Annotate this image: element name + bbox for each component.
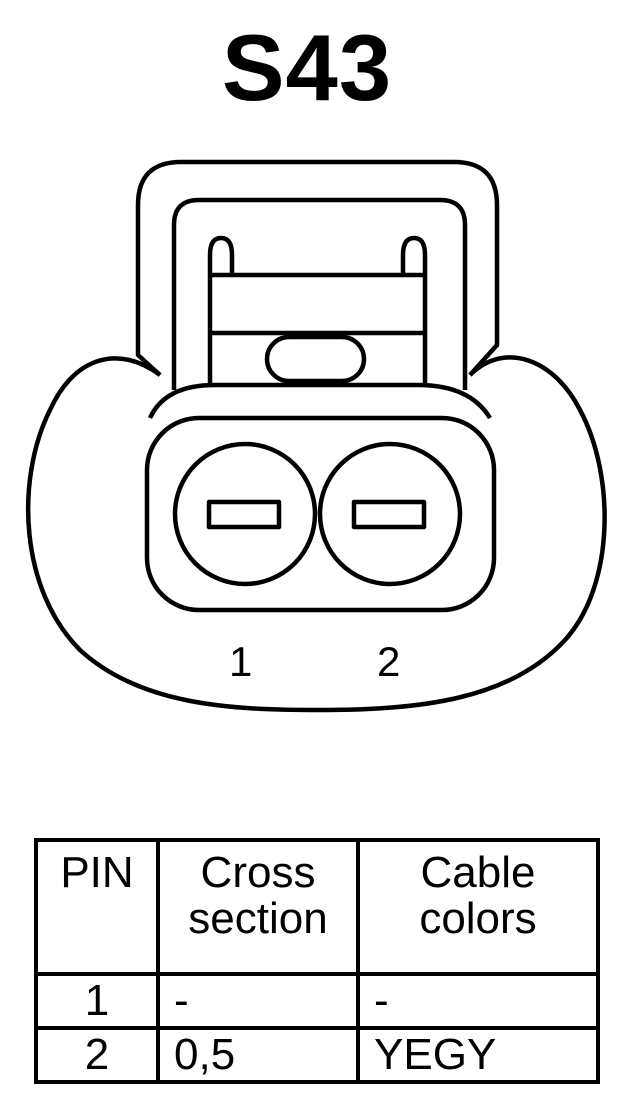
row-2-color: YEGY xyxy=(356,1026,600,1084)
latch-frame-inner xyxy=(171,197,468,390)
latch-button xyxy=(264,334,367,384)
connector-body-outline xyxy=(25,355,607,713)
pin-1-circle xyxy=(172,441,318,587)
pin-1-label: 1 xyxy=(229,638,253,685)
table-row: 2 0,5 YEGY xyxy=(34,1026,600,1084)
latch-arm-left xyxy=(207,235,235,385)
table-row: 1 - - xyxy=(34,972,600,1030)
housing-upper-contour xyxy=(147,382,492,420)
row-2-cross-section: 0,5 xyxy=(156,1026,360,1084)
connector-drawing xyxy=(25,159,607,713)
pin-2-label: 2 xyxy=(377,638,401,685)
latch-arm-right xyxy=(400,235,428,385)
row-1-color: - xyxy=(356,972,600,1030)
header-cross-section: Cross section xyxy=(156,838,360,976)
row-1-pin: 1 xyxy=(34,972,160,1030)
pin-2-circle xyxy=(317,441,463,587)
connector-title: S43 xyxy=(221,15,393,120)
header-cable-colors: Cable colors xyxy=(356,838,600,976)
latch-frame-outer xyxy=(135,159,500,377)
pin-2-terminal xyxy=(351,499,427,530)
pin-table-header: PIN Cross section Cable colors xyxy=(34,838,600,976)
row-1-cross-section: - xyxy=(156,972,360,1030)
row-2-pin: 2 xyxy=(34,1026,160,1084)
pin-1-terminal xyxy=(206,499,282,530)
pin-cavity xyxy=(144,415,497,613)
header-pin: PIN xyxy=(34,838,160,976)
pin-table: PIN Cross section Cable colors 1 - - 2 0… xyxy=(34,838,600,1084)
